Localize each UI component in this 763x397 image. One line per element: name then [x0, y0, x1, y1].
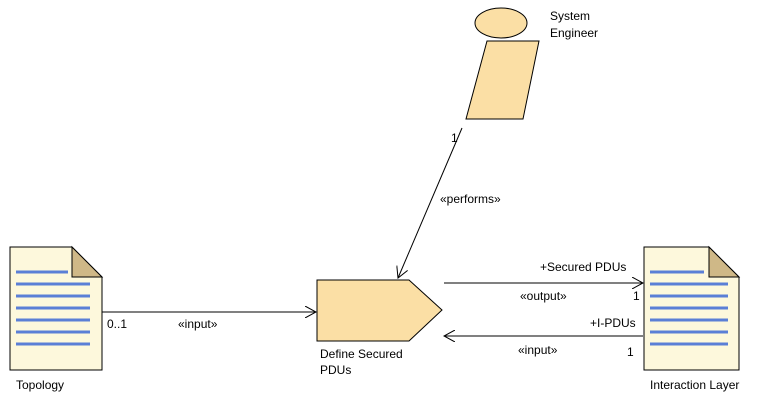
ipdu-input-role: +I-PDUs — [590, 316, 636, 330]
secured-output-multiplicity: 1 — [633, 289, 640, 303]
interaction-layer-artifact[interactable]: Interaction Layer — [643, 245, 741, 392]
interaction-layer-name: Interaction Layer — [650, 378, 739, 392]
role-head — [474, 7, 528, 39]
system-engineer-role[interactable]: System Engineer — [465, 7, 598, 120]
secured-output-stereotype: «output» — [520, 289, 567, 303]
secured-pdus-output-association[interactable]: +Secured PDUs «output» 1 — [444, 260, 643, 303]
task-name-line2: PDUs — [320, 363, 351, 377]
topology-input-association[interactable]: 0..1 «input» — [102, 312, 316, 331]
interaction-layer-doc-fold — [708, 245, 741, 278]
performs-line — [398, 127, 463, 278]
task-name-line1: Define Secured — [320, 347, 403, 361]
define-secured-pdus-task[interactable]: Define Secured PDUs — [316, 279, 443, 377]
task-shape — [316, 279, 443, 342]
role-body — [465, 40, 540, 120]
role-name-line1: System — [550, 9, 590, 23]
topology-input-stereotype: «input» — [178, 317, 218, 331]
ipdu-input-stereotype: «input» — [518, 343, 558, 357]
topology-doc-fold — [71, 245, 104, 278]
interaction-layer-doc-lines — [650, 270, 728, 346]
performs-multiplicity: 1 — [451, 131, 458, 145]
i-pdus-input-association[interactable]: +I-PDUs «input» 1 — [444, 316, 643, 359]
topology-doc-lines — [16, 270, 90, 346]
topology-name: Topology — [16, 378, 64, 392]
topology-artifact[interactable]: Topology — [9, 245, 104, 392]
ipdu-input-multiplicity: 1 — [627, 345, 634, 359]
performs-association[interactable]: 1 «performs» — [398, 127, 501, 278]
performs-stereotype: «performs» — [440, 192, 501, 206]
topology-input-multiplicity: 0..1 — [107, 317, 127, 331]
secured-output-role: +Secured PDUs — [540, 260, 626, 274]
role-name-line2: Engineer — [550, 26, 598, 40]
